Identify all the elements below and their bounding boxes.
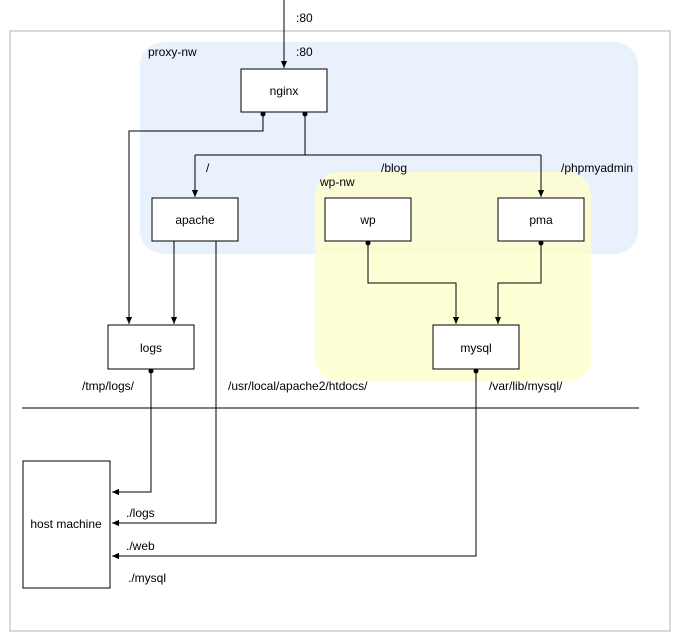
node-wp: wp (324, 197, 412, 242)
node-host-machine-label: host machine (30, 517, 102, 531)
node-mysql: mysql (432, 324, 520, 370)
edge-nginx-to-logs (125, 113, 264, 324)
node-nginx: nginx (240, 68, 328, 113)
label-route-root: / (206, 161, 210, 175)
edge-wp-mysql-dot (365, 240, 371, 246)
label-path-htdocs: /usr/local/apache2/htdocs/ (228, 379, 368, 393)
label-path-mysql: /var/lib/mysql/ (489, 379, 563, 393)
node-nginx-label: nginx (270, 84, 299, 98)
edge-nginx-logs-dot (260, 111, 266, 117)
node-pma-label: pma (529, 213, 553, 227)
label-route-blog: /blog (381, 161, 407, 175)
label-host-mysql: ./mysql (128, 571, 166, 585)
node-wp-label: wp (359, 213, 376, 227)
label-route-pma: /phpmyadmin (561, 161, 633, 175)
edge-nginx-bus-dot (302, 111, 308, 117)
node-apache-label: apache (175, 213, 215, 227)
node-host-machine: host machine (22, 460, 111, 589)
node-pma: pma (497, 197, 585, 242)
edge-mysql-to-host (112, 370, 477, 560)
node-mysql-label: mysql (460, 341, 491, 355)
edge-wp-to-mysql (367, 242, 460, 324)
wp-network-label: wp-nw (319, 175, 355, 189)
label-port-external: :80 (296, 11, 313, 25)
node-apache: apache (151, 197, 239, 242)
node-logs: logs (107, 324, 195, 370)
label-path-logs: /tmp/logs/ (82, 379, 135, 393)
label-port-internal: :80 (296, 45, 313, 59)
proxy-network-label: proxy-nw (148, 45, 197, 59)
node-logs-label: logs (140, 341, 162, 355)
label-host-logs: ./logs (126, 506, 155, 520)
edge-pma-mysql-dot (538, 240, 544, 246)
edge-logs-host-dot (148, 368, 154, 374)
edge-logs-to-host (112, 370, 152, 496)
edge-apache-to-host (112, 241, 217, 527)
edge-pma-to-mysql (494, 242, 542, 324)
edge-mysql-host-dot (473, 368, 479, 374)
label-host-web: ./web (126, 539, 155, 553)
